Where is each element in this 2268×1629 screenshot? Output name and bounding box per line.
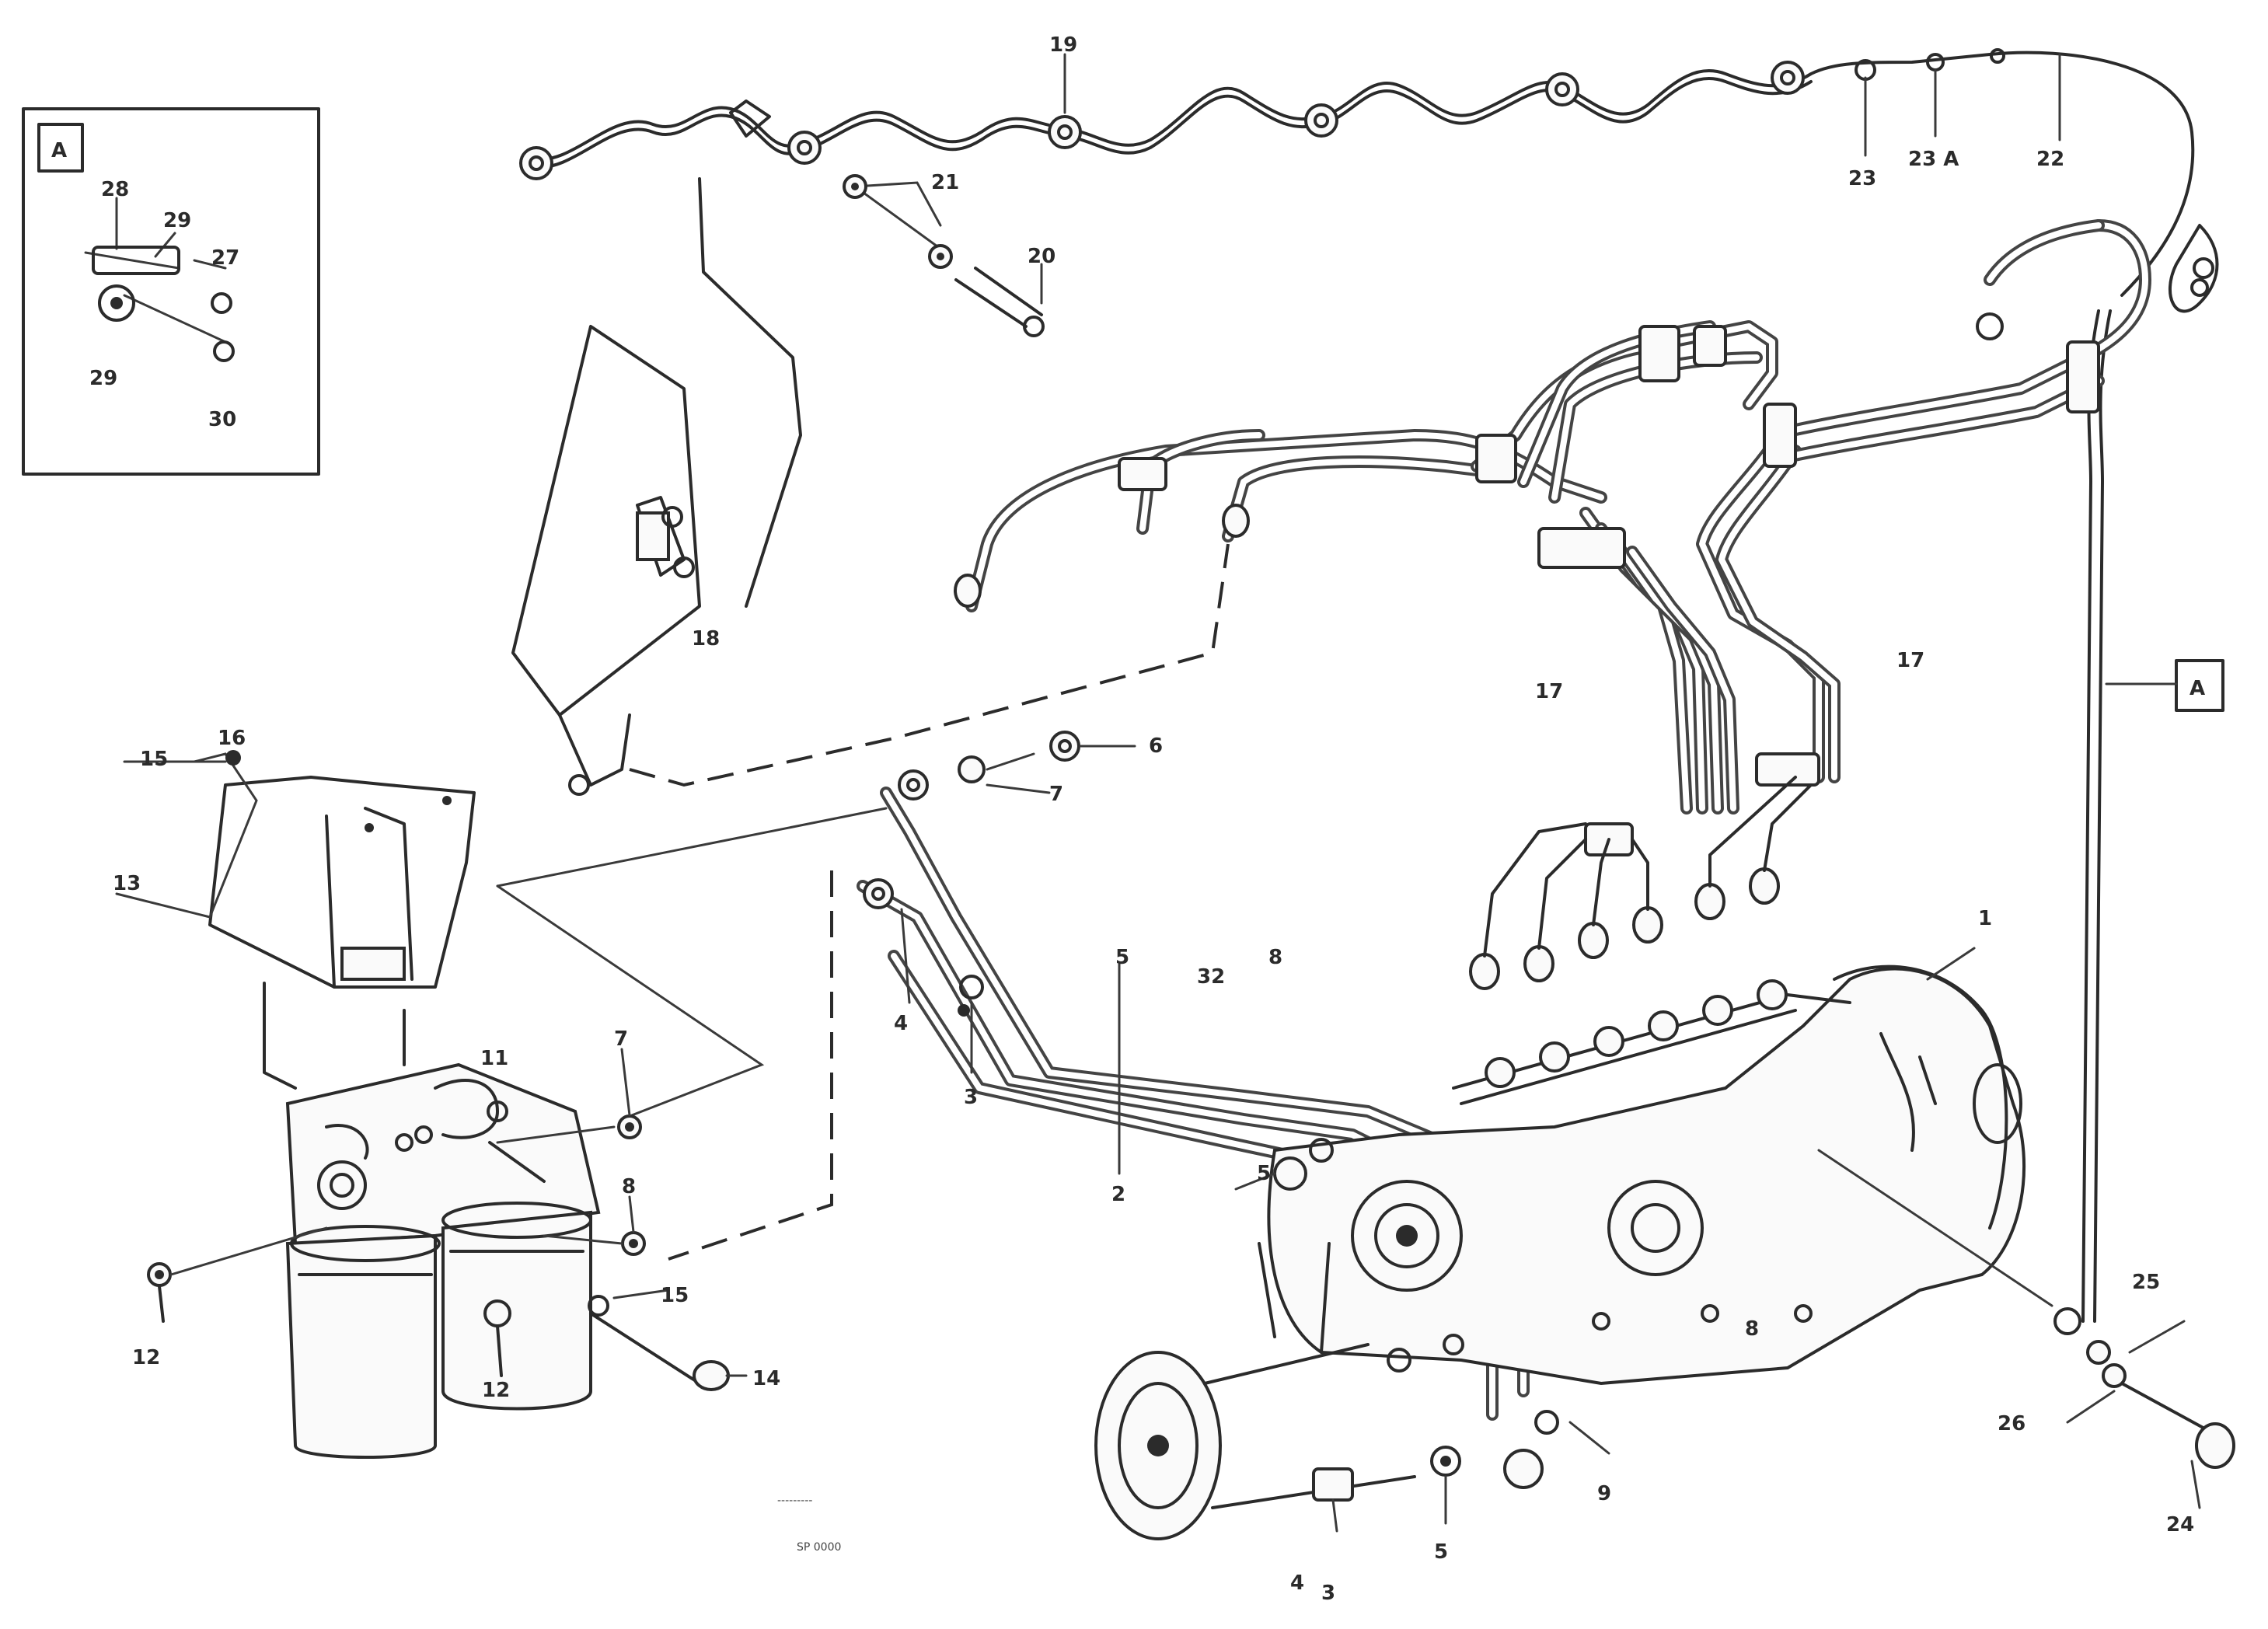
part-label-22: 22 [2036, 148, 2064, 171]
filter-bracket-assembly [496, 177, 1230, 1261]
injection-pump [1094, 947, 2235, 1540]
injection-pipes [954, 219, 2151, 990]
inset-detail-a: A 28 29 27 29 30 [22, 107, 320, 476]
drawing-reference: --------- SP 0000 [777, 1495, 841, 1554]
part-label-24: 24 [2166, 1513, 2194, 1537]
part-label-8-mid: 8 [1745, 1317, 1759, 1341]
leak-off-return-line [519, 48, 2219, 1323]
part-label-5-bottom: 5 [1434, 1540, 1448, 1564]
drawing-small-ref: --------- [777, 1495, 812, 1507]
view-tag-a: A [2105, 659, 2224, 712]
part-label-8-filter: 8 [622, 1175, 636, 1198]
part-labels: 19 21 20 23 23 A 22 18 17 17 6 7 15 16 1… [113, 33, 2194, 1605]
fuel-filter-housing [147, 1048, 748, 1459]
inset-label-29-bottom: 29 [89, 367, 117, 390]
part-label-4-bottom: 4 [1290, 1571, 1304, 1595]
part-label-11: 11 [480, 1047, 508, 1070]
part-label-2: 2 [1111, 1183, 1125, 1206]
part-label-12-left: 12 [132, 1346, 160, 1369]
part-label-7-top: 7 [1049, 783, 1063, 806]
part-label-21: 21 [931, 171, 959, 194]
inset-label-27: 27 [211, 246, 239, 270]
part-label-3-bottom: 3 [1321, 1582, 1335, 1605]
drawing-number: SP 0000 [797, 1541, 841, 1554]
part-label-14: 14 [752, 1367, 780, 1390]
inset-tag: A [51, 139, 67, 162]
part-label-15-top: 15 [140, 748, 168, 771]
part-label-23: 23 [1848, 167, 1876, 190]
part-label-5-top: 5 [1115, 946, 1129, 969]
inset-label-28: 28 [101, 178, 129, 201]
part-label-5-mid: 5 [1257, 1162, 1271, 1185]
part-label-4-pipe: 4 [894, 1012, 908, 1035]
part-label-3-pipe: 3 [964, 1086, 978, 1109]
part-label-6: 6 [1149, 734, 1163, 758]
part-label-26: 26 [1998, 1412, 2025, 1435]
inset-label-29-top: 29 [163, 209, 191, 232]
part-label-32: 32 [1197, 965, 1225, 989]
inset-label-30: 30 [208, 408, 236, 431]
part-label-17-left: 17 [1535, 680, 1563, 703]
part-label-19: 19 [1049, 33, 1077, 57]
part-label-20: 20 [1028, 245, 1055, 268]
part-label-23a: 23 A [1908, 148, 1959, 171]
part-label-1: 1 [1978, 907, 1992, 930]
part-label-12-right: 12 [482, 1379, 510, 1402]
filter-mount-bracket [115, 750, 476, 1090]
view-tag-a-label: A [2189, 677, 2205, 700]
part-label-25: 25 [2132, 1271, 2160, 1294]
part-label-15-bottom: 15 [661, 1284, 689, 1307]
part-label-9: 9 [1597, 1482, 1611, 1505]
part-label-13: 13 [113, 872, 141, 895]
part-label-8-top: 8 [1268, 946, 1282, 969]
part-label-16: 16 [218, 727, 246, 750]
part-label-17-right: 17 [1896, 649, 1924, 672]
part-label-18: 18 [692, 627, 720, 651]
part-label-7-filter: 7 [614, 1027, 628, 1051]
